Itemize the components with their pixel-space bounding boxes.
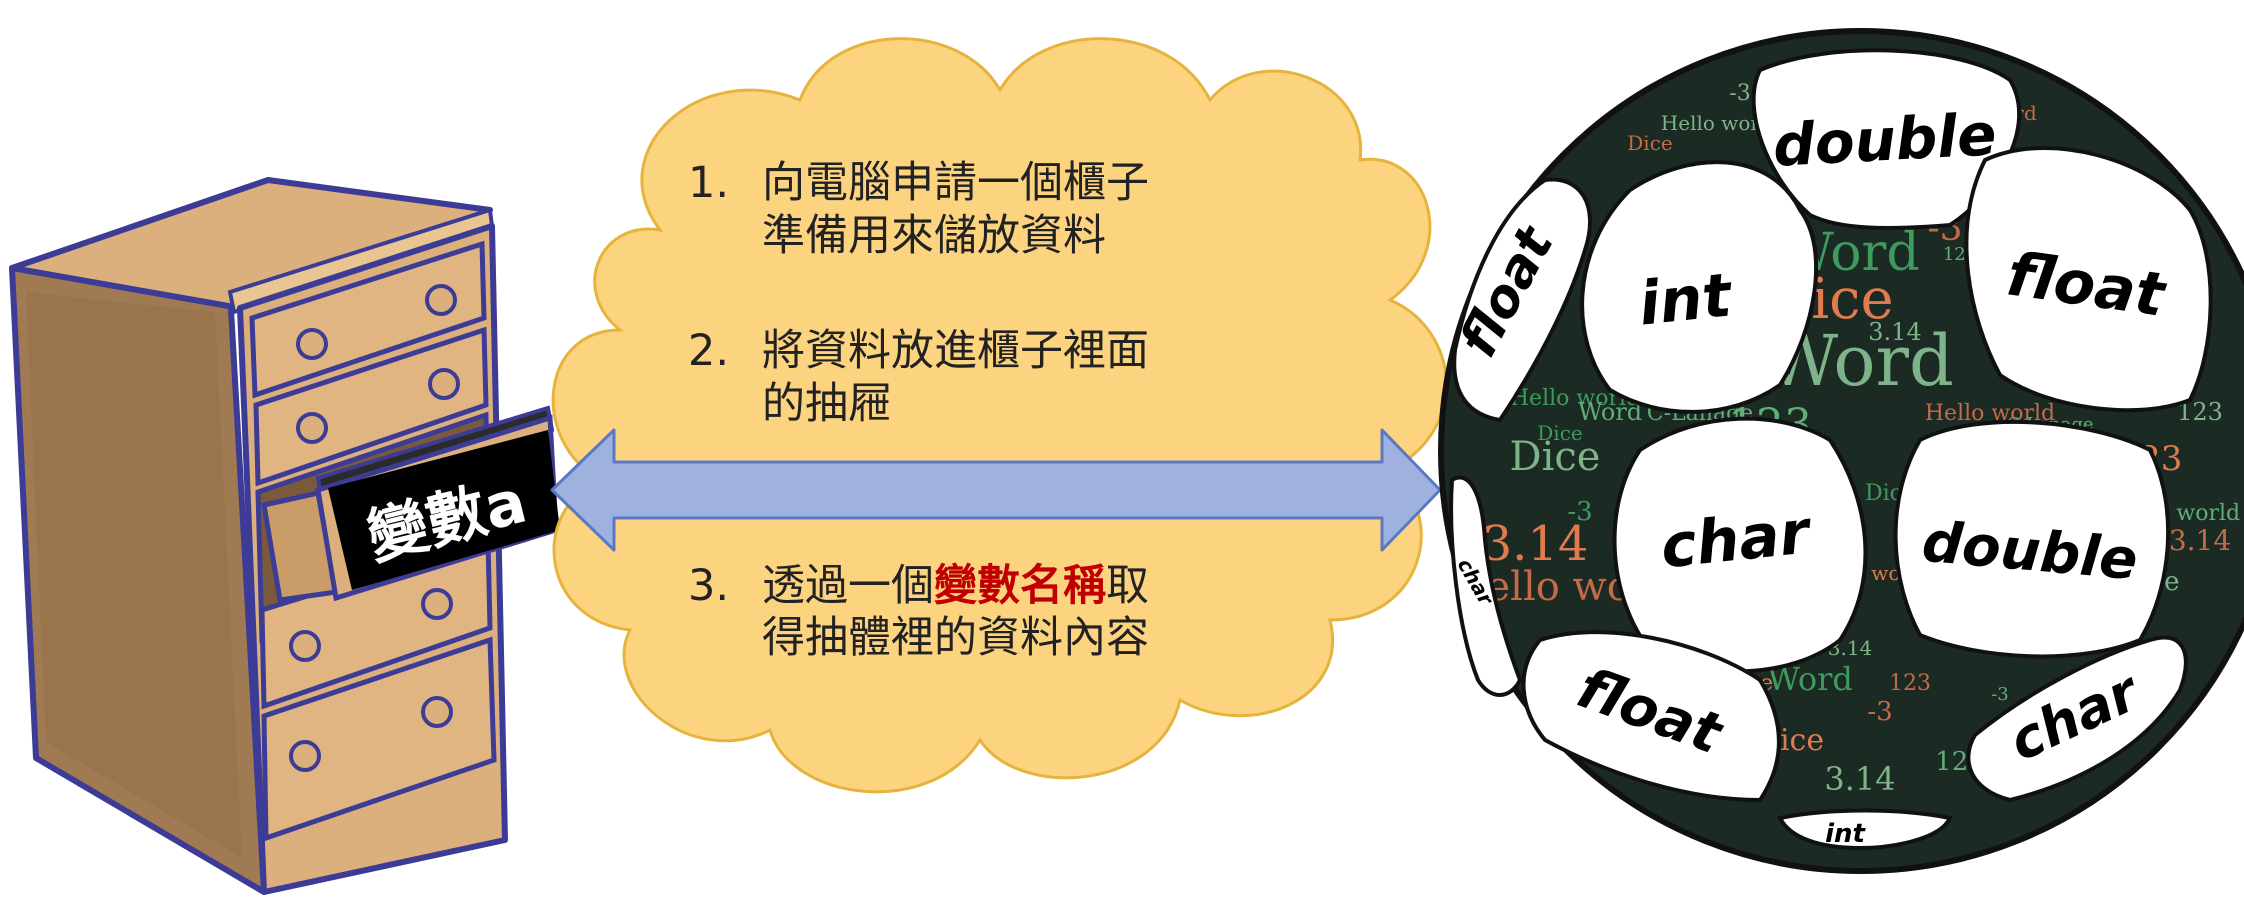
step-3-text-before: 透過一個 [762, 561, 934, 611]
word-cloud-word: 3.14 [1482, 516, 1589, 572]
word-cloud-word: -3 [1867, 697, 1892, 727]
step-3-highlight: 變數名稱 [934, 561, 1106, 611]
variable-tag [328, 430, 560, 590]
step-1-line-1: 向電腦申請一個櫃子 [762, 158, 1149, 208]
ball-panel [1612, 416, 1868, 674]
step-1-number: 1. [688, 158, 729, 208]
steps-text: 1. 向電腦申請一個櫃子 準備用來儲放資料 2. 將資料放進櫃子裡面 的抽屜 3… [688, 158, 1149, 663]
panel-label: int [1636, 260, 1737, 339]
step-2-line-1: 將資料放進櫃子裡面 [762, 326, 1149, 376]
word-cloud-word: Dice [1627, 131, 1672, 155]
drawer-knob [296, 328, 328, 360]
word-cloud-word: Dice [1510, 434, 1601, 480]
thought-cloud [551, 37, 1448, 794]
drawer-knob [289, 630, 321, 662]
ball-panel [1449, 475, 1523, 697]
drawer-knob [421, 588, 453, 620]
ball-panel [1521, 630, 1781, 803]
drawer-knob [289, 740, 321, 772]
drawer-5 [261, 636, 497, 842]
ball-panel [1751, 48, 2022, 230]
ball-panels [1449, 48, 2213, 851]
ball-panel [1580, 160, 1818, 414]
word-cloud-word: 123 [1889, 671, 1931, 696]
drawer-knob [428, 368, 460, 400]
step-3-text-after: 取 [1106, 561, 1149, 611]
drawer-knob [421, 696, 453, 728]
ball-panel [1452, 177, 1592, 423]
panel-label: double [1771, 100, 1998, 180]
drawer-2 [253, 326, 489, 487]
word-cloud-word: 3.14 [1868, 318, 1921, 346]
ball-panel [1777, 808, 1953, 851]
step-3-number: 3. [688, 561, 729, 611]
drawer-cabinet: 變數a [9, 177, 560, 895]
panel-label: char [1658, 497, 1816, 582]
cloud-shape [551, 37, 1448, 794]
drawer-knob [296, 412, 328, 444]
step-2-line-2: 的抽屜 [762, 379, 891, 429]
word-cloud-word: -3 [1567, 497, 1592, 527]
word-cloud-word: Dice [1537, 421, 1582, 445]
drawer-knob [425, 284, 457, 316]
panel-label: int [1825, 819, 1866, 849]
step-2-number: 2. [688, 326, 729, 376]
word-cloud-word: 3.14 [2169, 524, 2231, 557]
step-3-line-2: 得抽體裡的資料內容 [762, 613, 1149, 663]
word-cloud-word: -3 [1991, 684, 2009, 705]
ball-panel [1893, 419, 2171, 659]
ball-panel [1964, 146, 2213, 413]
word-cloud-word: 3.14 [1824, 760, 1895, 798]
word-cloud-word: -3 [1729, 81, 1750, 106]
step-1-line-2: 準備用來儲放資料 [762, 211, 1106, 261]
cabinet-side-inner [26, 292, 242, 858]
step-3-line-1: 透過一個變數名稱取 [762, 561, 1149, 611]
ball-panel [1966, 635, 2188, 803]
